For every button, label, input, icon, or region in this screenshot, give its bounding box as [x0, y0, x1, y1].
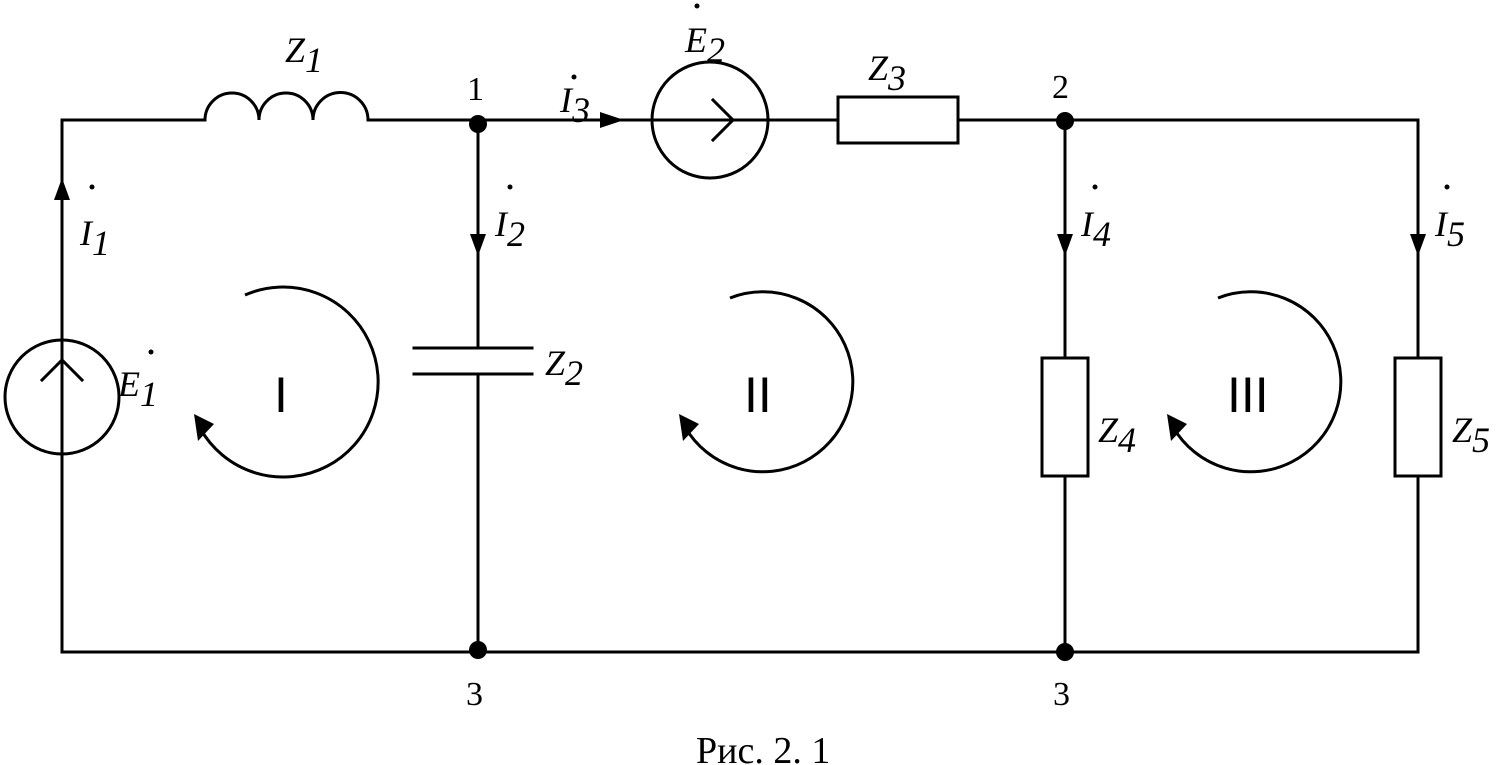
label-i3: I3: [559, 80, 590, 130]
wires: [60, 118, 1420, 654]
label-z3: Z3: [868, 48, 906, 98]
arrow-i1: [54, 178, 70, 200]
resistor-z4: [1040, 356, 1090, 478]
mesh-label-3: III: [1227, 367, 1269, 423]
mesh-arc-2: [683, 290, 855, 474]
mesh-arc-2-head: [679, 414, 699, 441]
label-i4: I4: [1080, 204, 1111, 254]
label-z5: Z5: [1452, 410, 1490, 460]
inductor-z1: [203, 91, 370, 122]
mesh-arcs: [194, 285, 1343, 479]
label-i5: I5: [1434, 204, 1465, 254]
arrow-i5: [1410, 234, 1426, 256]
label-z4: Z4: [1098, 410, 1136, 460]
label-z1: Z1: [285, 30, 323, 80]
node-label-3-right: 3: [1053, 676, 1070, 713]
mesh-label-2: II: [744, 367, 772, 423]
label-e1: E1: [117, 364, 158, 414]
node-label-1: 1: [467, 71, 484, 108]
voltage-source-e1: [3, 338, 121, 456]
label-i1: I1: [79, 213, 110, 263]
label-e2: E2: [684, 20, 725, 70]
label-z2: Z2: [545, 343, 583, 393]
resistor-z3: [836, 95, 960, 145]
node-label-3-left: 3: [466, 676, 483, 713]
node-3-left-dot: [469, 641, 487, 659]
resistor-z5: [1393, 356, 1443, 478]
capacitor-z2: [412, 346, 534, 376]
mesh-arc-1: [198, 285, 380, 479]
node-2-dot: [1056, 112, 1074, 130]
node-1-dot: [469, 115, 487, 133]
node-3-right-dot: [1056, 643, 1074, 661]
arrow-i3: [600, 112, 624, 128]
arrow-i2: [470, 234, 486, 256]
mesh-arc-3-head: [1167, 414, 1187, 441]
mesh-arc-1-head: [194, 414, 214, 441]
mesh-label-1: I: [274, 367, 288, 423]
current-arrows: [54, 112, 1426, 256]
mesh-arc-3: [1171, 290, 1343, 474]
node-label-2: 2: [1052, 69, 1069, 106]
junction-nodes: [469, 112, 1074, 661]
arrow-i4: [1057, 234, 1073, 256]
phasor-dots: [89, 3, 1450, 355]
label-i2: I2: [494, 204, 525, 254]
figure-caption: Рис. 2. 1: [696, 730, 830, 765]
voltage-source-e2: [650, 60, 770, 180]
